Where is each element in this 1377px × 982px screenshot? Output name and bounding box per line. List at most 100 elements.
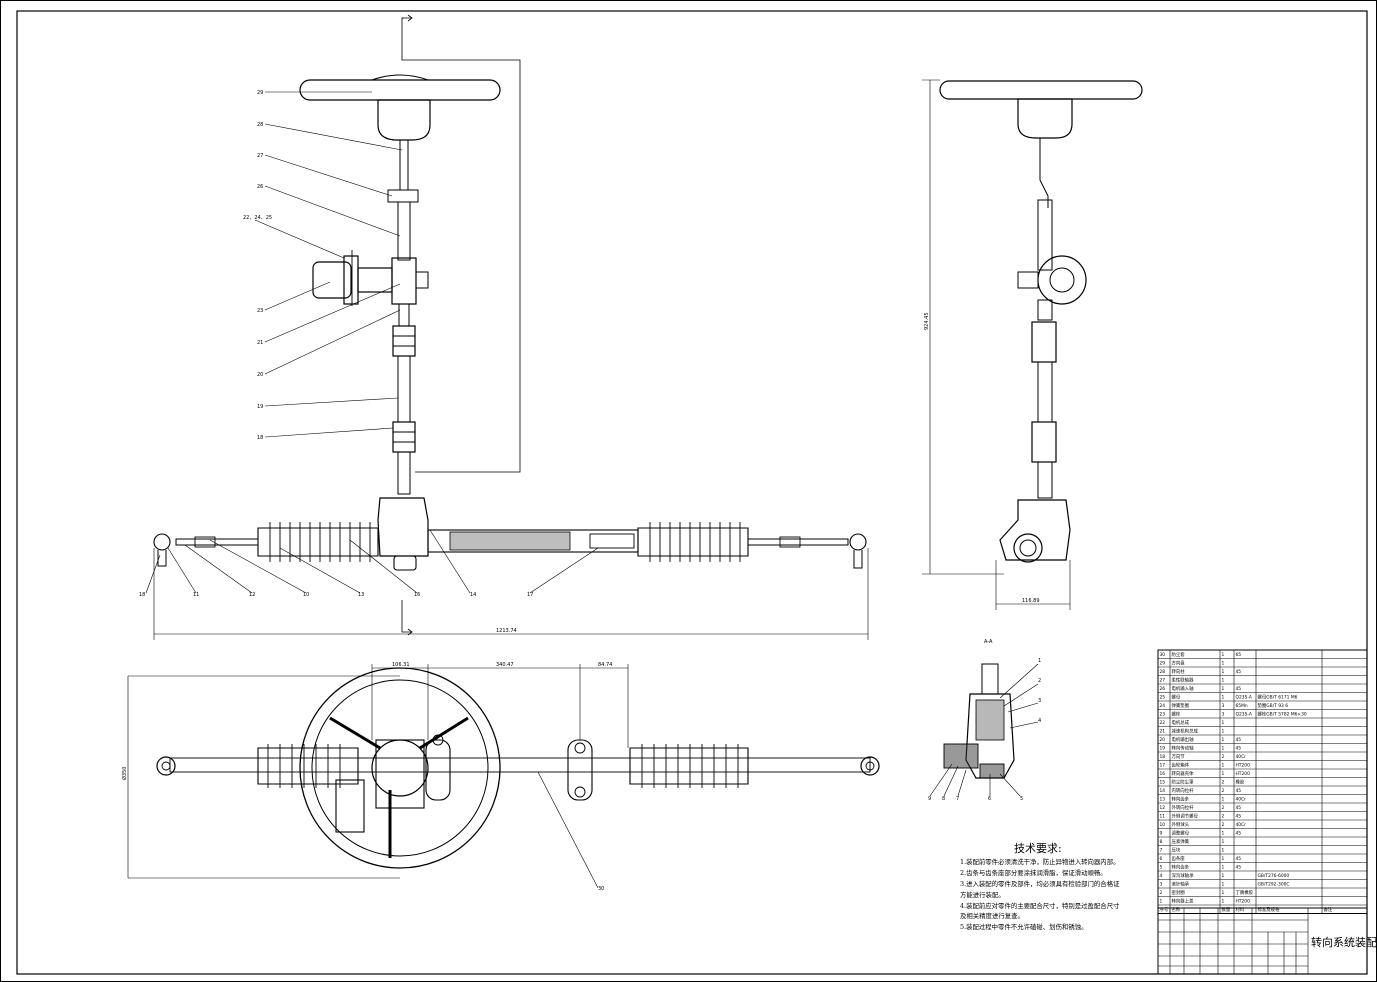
- bom-cell: 螺母: [1172, 694, 1181, 701]
- tech-requirements-heading: 技术要求:: [1014, 842, 1062, 855]
- bom-cell: 1: [1222, 856, 1225, 862]
- bom-cell: 弹簧垫圈: [1172, 702, 1190, 709]
- bom-cell: 1: [1222, 729, 1225, 735]
- bom-cell: 防尘套: [1172, 651, 1186, 658]
- callout-number: 13: [358, 592, 364, 598]
- bom-cell: 3: [1160, 882, 1163, 888]
- bom-cell: 1: [1222, 686, 1225, 692]
- bom-cell: 45: [1236, 805, 1242, 811]
- callout-number: 28: [257, 122, 263, 128]
- callout-number: 22、24、25: [243, 215, 272, 221]
- callout-number: 19: [257, 404, 263, 410]
- bom-cell: 27: [1160, 678, 1166, 684]
- bom-cell: 26: [1160, 686, 1166, 692]
- drawing-frame: [16, 10, 1368, 975]
- bom-cell: 21: [1160, 729, 1166, 735]
- bom-cell: 压块: [1172, 847, 1181, 854]
- callout-number: 2: [1038, 678, 1041, 684]
- bom-table: [1157, 649, 1368, 914]
- bom-cell: 1: [1222, 678, 1225, 684]
- dim-top-c: 84.74: [598, 662, 612, 668]
- bom-cell: 齿轮箱体: [1172, 762, 1190, 769]
- callout-number: 1: [1038, 658, 1041, 664]
- bom-cell: 12: [1160, 805, 1166, 811]
- bom-cell: 密封圈: [1172, 889, 1186, 896]
- bom-cell: 45: [1236, 737, 1242, 743]
- bom-cell: 内转向拉杆: [1172, 787, 1195, 794]
- bom-cell: 2: [1222, 805, 1225, 811]
- side-view: [922, 79, 1143, 610]
- bom-cell: 30: [1160, 652, 1166, 658]
- bom-cell: 橡胶: [1236, 779, 1245, 786]
- bom-cell: 28: [1160, 669, 1166, 675]
- bom-cell: 25: [1160, 695, 1166, 701]
- tech-requirement-line: 4.装配前应对零件的主要配合尺寸，特别是过盈配合尺寸: [960, 901, 1120, 910]
- callout-number: 18: [257, 435, 263, 441]
- title-block: [1157, 907, 1368, 975]
- bom-cell: 转向器上盖: [1172, 898, 1195, 905]
- bom-cell: 1: [1160, 899, 1163, 905]
- bom-cell: 螺栓: [1172, 711, 1181, 718]
- callout-number: 3: [1038, 698, 1041, 704]
- bom-cell: HT200: [1236, 899, 1251, 905]
- bom-cell: 15: [1160, 780, 1166, 786]
- callout-number: 16: [414, 592, 420, 598]
- callout-number: 18: [139, 592, 145, 598]
- bom-cell: 齿条座: [1172, 855, 1186, 862]
- bom-cell: 螺栓GB/T 5782 M6×30: [1258, 711, 1307, 718]
- tech-requirement-line: 5.装配过程中零件不允许磕碰、划伤和锈蚀。: [960, 922, 1088, 931]
- bom-cell: 深沟球轴承: [1172, 872, 1195, 879]
- bom-cell: 14: [1160, 788, 1166, 794]
- bom-cell: 柔性联轴器: [1172, 677, 1195, 684]
- bom-header-cell: 名称: [1172, 906, 1181, 913]
- dim-top-a: 106.31: [392, 662, 410, 668]
- bom-cell: 20: [1160, 737, 1166, 743]
- tech-requirement-line: 方能进行装配。: [960, 890, 1005, 899]
- bom-cell: 45: [1236, 865, 1242, 871]
- bom-cell: 23: [1160, 712, 1166, 718]
- bom-cell: 2: [1222, 814, 1225, 820]
- bom-cell: 外侧球头: [1172, 821, 1190, 828]
- bom-cell: 转向齿条: [1172, 864, 1190, 871]
- bom-cell: 转向柱: [1172, 668, 1186, 675]
- bom-cell: Q235-A: [1236, 712, 1252, 718]
- bom-cell: 40Cr: [1236, 797, 1247, 803]
- drawing-title: 转向系统装配图: [1311, 935, 1377, 949]
- bom-cell: 65Mn: [1236, 703, 1248, 709]
- bom-cell: 65: [1236, 652, 1242, 658]
- bom-cell: 45: [1236, 856, 1242, 862]
- bom-header-cell: 标准及规格: [1258, 906, 1281, 913]
- callout-number: 6: [988, 796, 991, 802]
- bom-cell: 1: [1222, 652, 1225, 658]
- bom-cell: 45: [1236, 686, 1242, 692]
- callout-number: 20: [257, 372, 263, 378]
- bom-cell: 40Cr: [1236, 754, 1247, 760]
- bom-cell: 丁腈橡胶: [1236, 889, 1254, 896]
- bom-cell: 45: [1236, 788, 1242, 794]
- callout-number: 12: [249, 592, 255, 598]
- bom-cell: 9: [1160, 831, 1163, 837]
- bom-cell: 1: [1222, 771, 1225, 777]
- callout-number: 30: [598, 886, 604, 892]
- bom-header-cell: 备注: [1324, 906, 1333, 913]
- callout-number: 26: [257, 184, 263, 190]
- bom-cell: 外侧调节螺母: [1172, 813, 1199, 820]
- bom-cell: 1: [1222, 831, 1225, 837]
- bom-cell: 垫圈GB/T 93 6: [1258, 702, 1289, 709]
- bom-cell: 防尘防尘罩: [1172, 779, 1195, 786]
- bom-cell: 1: [1222, 797, 1225, 803]
- bom-cell: 24: [1160, 703, 1166, 709]
- callout-number: 5: [1020, 796, 1023, 802]
- bom-cell: 19: [1160, 746, 1166, 752]
- bom-cell: 螺母GB/T 6171 M6: [1258, 694, 1298, 701]
- tech-requirement-line: 3.进入装配的零件及部件，均必须具有检验部门的合格证: [960, 879, 1120, 888]
- bom-cell: 16: [1160, 771, 1166, 777]
- front-view: [153, 14, 869, 640]
- bom-cell: 3: [1222, 712, 1225, 718]
- bom-cell: 方向盘: [1172, 660, 1186, 667]
- bom-cell: 调整螺母: [1172, 830, 1190, 837]
- bom-cell: 2: [1222, 780, 1225, 786]
- bom-header-cell: 数量: [1222, 906, 1231, 913]
